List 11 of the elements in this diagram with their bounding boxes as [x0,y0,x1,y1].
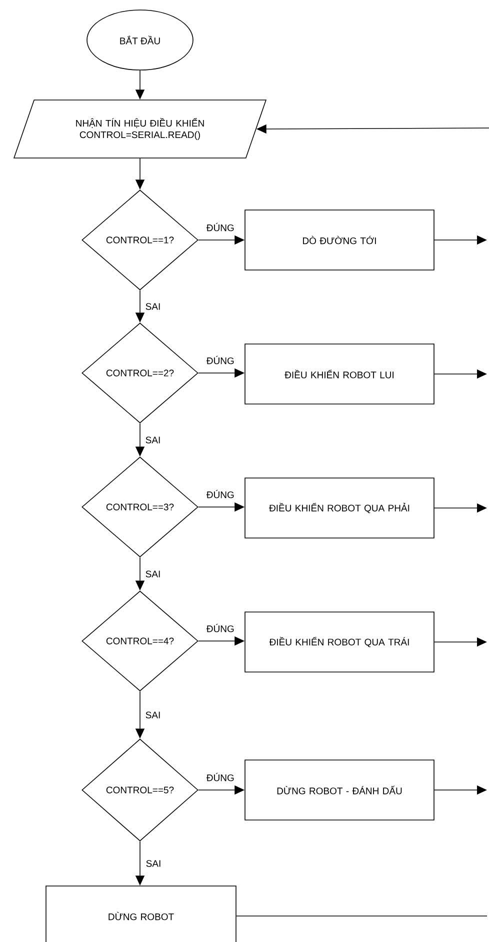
edge-label: SAI [144,859,162,868]
process-box: DỪNG ROBOT - ĐÁNH DẤU [244,760,434,820]
edge-label: SAI [144,570,162,578]
process-box: DÒ ĐƯỜNG TỚI [244,210,434,270]
process-box: ĐIỀU KHIỂN ROBOT QUA TRÁI [244,612,434,672]
process-box: DỪNG ROBOT [46,886,236,942]
edge-label: SAI [144,710,162,720]
edge-label: SAI [144,302,162,311]
edge-label: SAI [144,436,162,444]
process-box: ĐIỀU KHIỂN ROBOT QUA PHẢI [244,478,434,538]
process-box: ĐIỀU KHIỂN ROBOT LUI [244,344,434,404]
